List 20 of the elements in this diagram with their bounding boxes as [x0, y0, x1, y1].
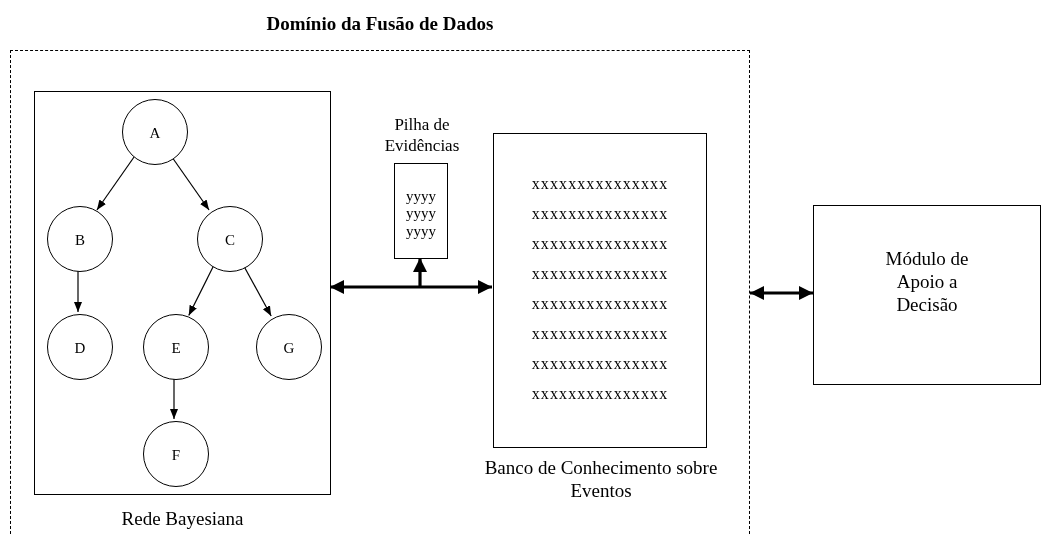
node-label: D [73, 339, 87, 358]
node-label: B [74, 231, 86, 250]
arrow [96, 156, 135, 211]
module-label: Módulo de Apoio a Decisão [884, 248, 970, 317]
panel-caption: Rede Bayesiana [120, 508, 245, 531]
node-label: C [224, 231, 236, 250]
node-label: F [170, 446, 182, 465]
module-box [813, 205, 1041, 385]
arrow [750, 286, 813, 300]
arrow [413, 258, 427, 287]
title: Domínio da Fusão de Dados [265, 13, 495, 36]
arrow [330, 280, 492, 294]
node-label: A [148, 124, 162, 143]
record-list: xxxxxxxxxxxxxxx xxxxxxxxxxxxxxx xxxxxxxxxxxxxxx xxxxxxxxxxxxxxx xxxxxxxxxxxxxxx xxxxxxxxxxxxxxx xxxxxxxxxxxxxxx xxxxxxxxxxxxxxx [494, 169, 706, 409]
box-caption: Banco de Conhecimento sobre Eventos [483, 457, 719, 503]
node-label: G [282, 339, 296, 358]
node-label: E [170, 339, 182, 358]
stack-caption: Pilha de Evidências [383, 115, 461, 156]
stack-entries: yyyy yyyy yyyy [405, 188, 437, 240]
arrow [188, 265, 214, 317]
